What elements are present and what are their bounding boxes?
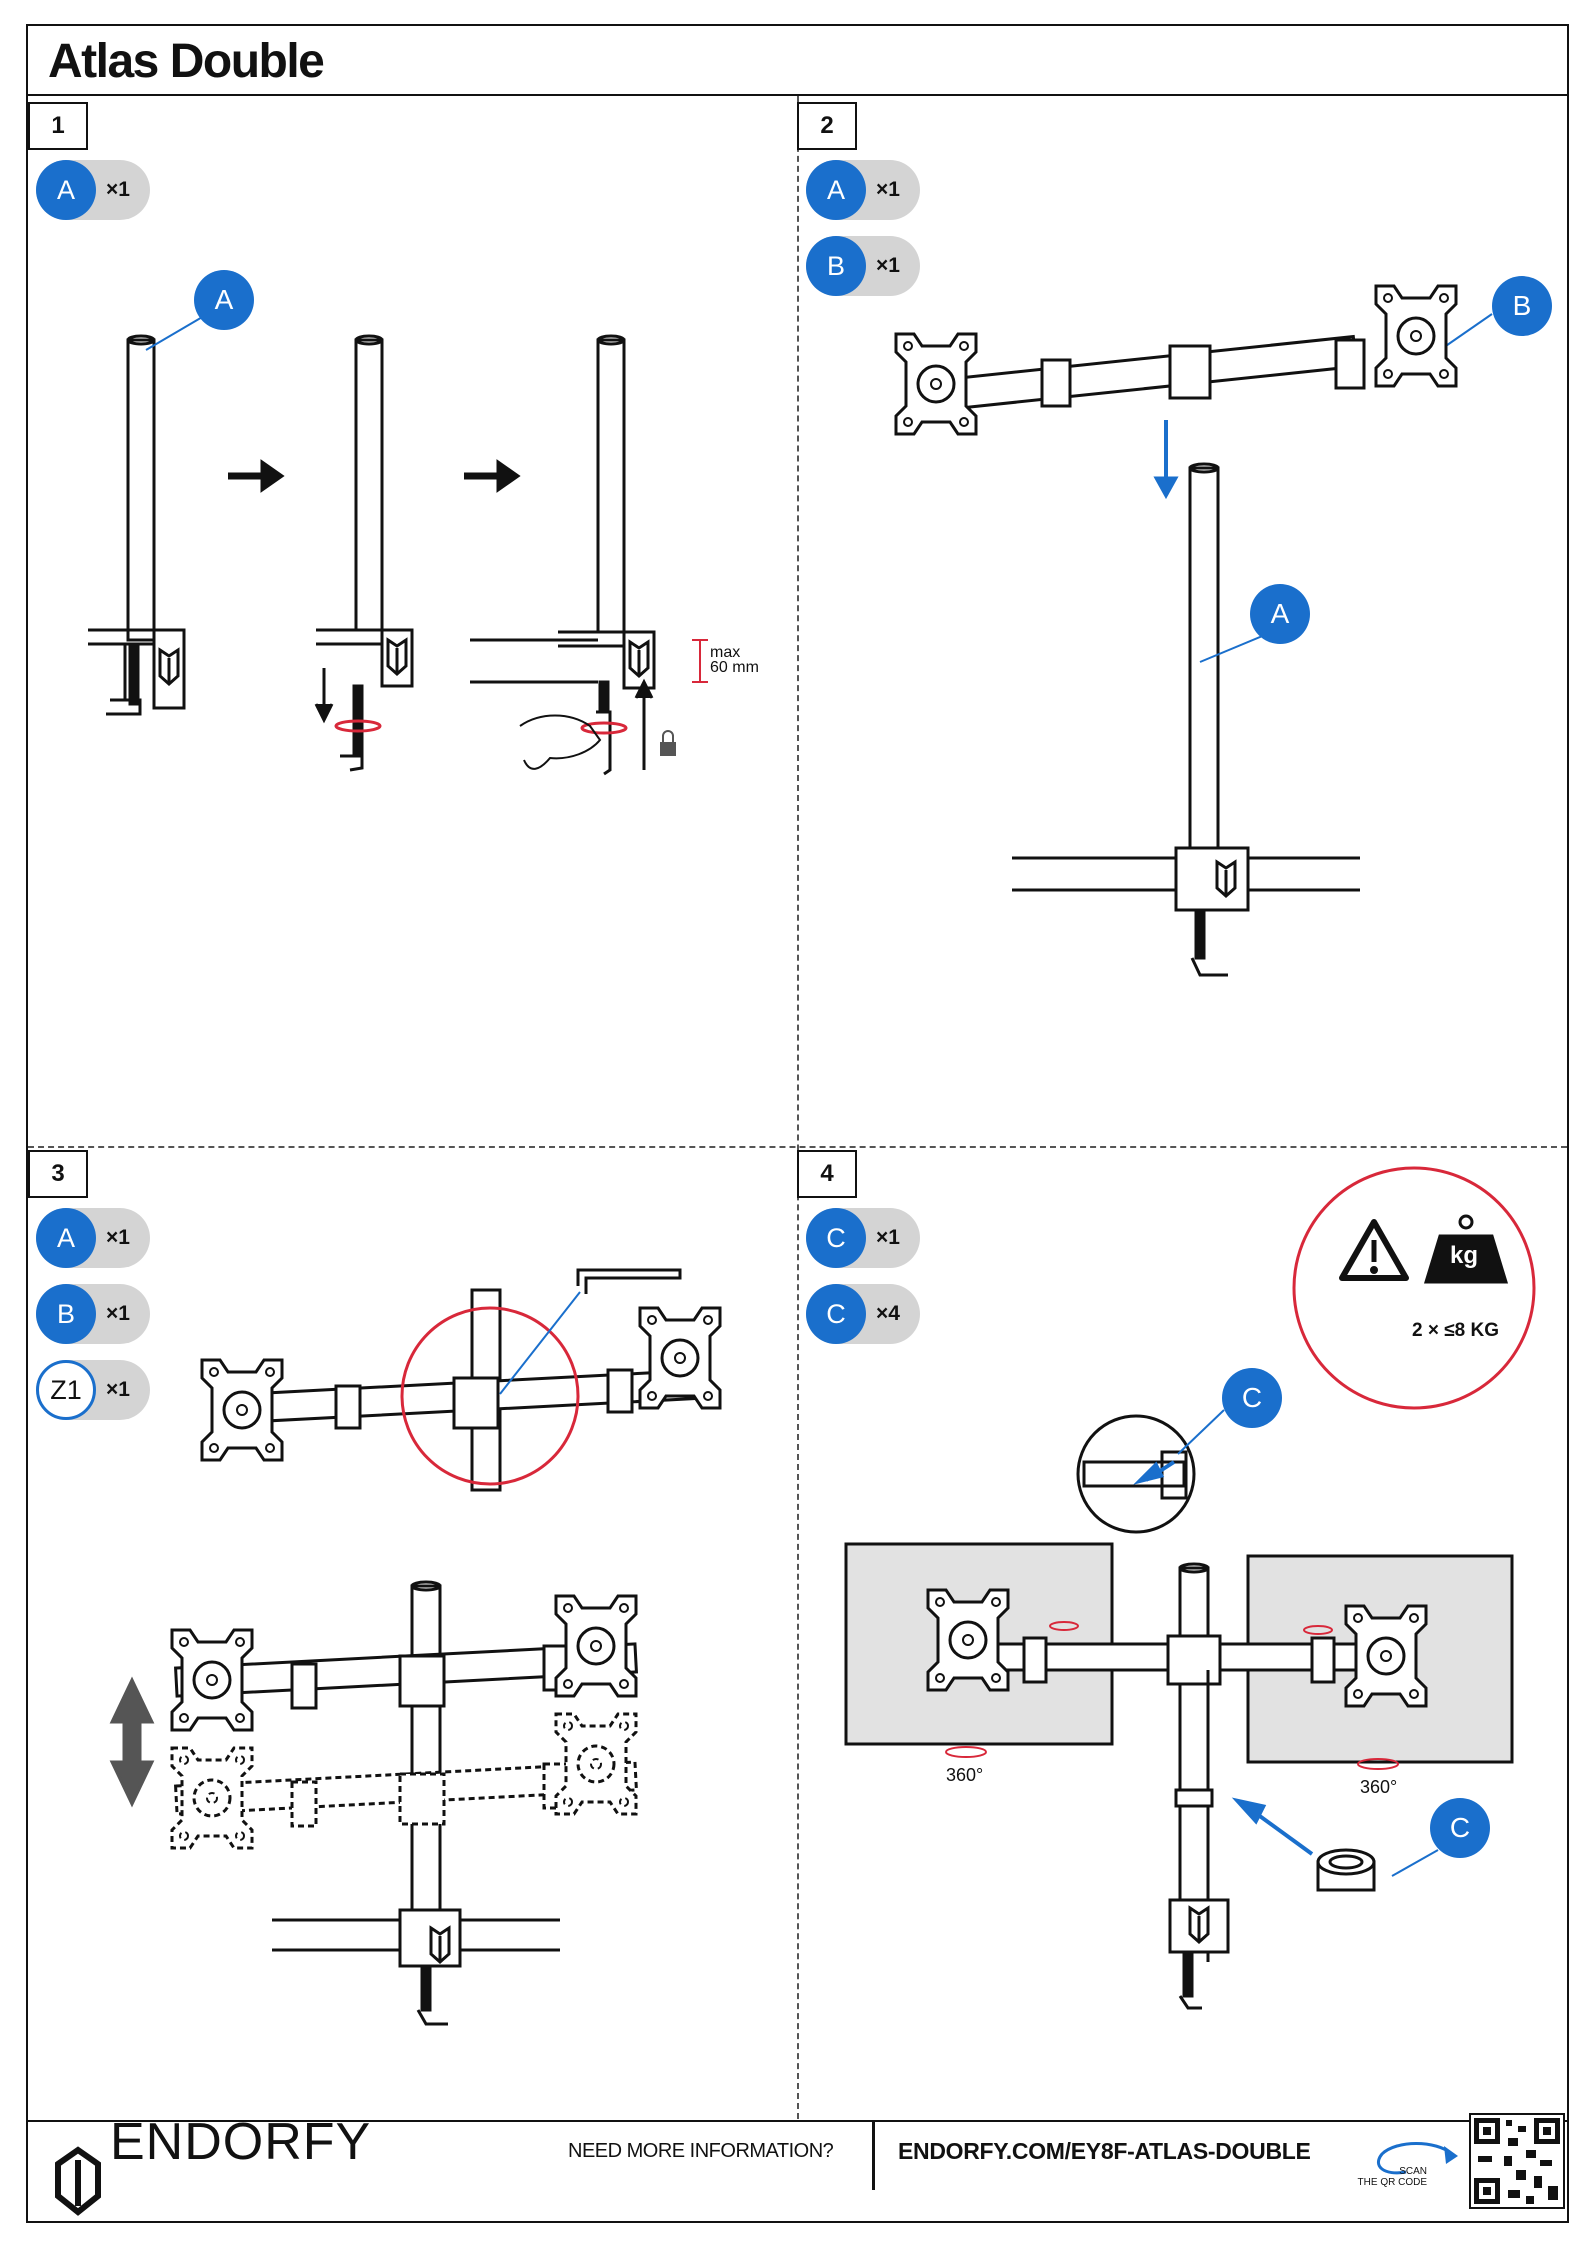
footer-separator (872, 2120, 875, 2190)
scan-line2: THE QR CODE (1352, 2177, 1427, 2188)
rotation-label-left: 360° (946, 1768, 983, 1783)
scan-line1: SCAN (1352, 2166, 1427, 2177)
product-url-link[interactable]: ENDORFY.COM/EY8F-ATLAS-DOUBLE (898, 2138, 1311, 2165)
callout-a: A (1250, 584, 1310, 644)
callout-c: C (1222, 1368, 1282, 1428)
callout-c: C (1430, 1798, 1490, 1858)
callout-b: B (1492, 276, 1552, 336)
weight-icon-label: kg (1450, 1242, 1478, 1270)
step1-drawing (88, 316, 708, 774)
step4-drawing (846, 1168, 1534, 2008)
step2-drawing (946, 314, 1492, 975)
scan-qr-caption: SCAN THE QR CODE (1352, 2166, 1427, 2188)
max-height-label: max 60 mm (710, 645, 759, 675)
need-info-text: NEED MORE INFORMATION? (568, 2140, 833, 2163)
brand-logo (58, 2150, 98, 2212)
brand-name: ENDORFY (110, 2112, 371, 2172)
rotation-label-right: 360° (1360, 1780, 1397, 1795)
weight-limit: 2 × ≤8 KG (1412, 1320, 1499, 1342)
max-value: 60 mm (710, 660, 759, 675)
max-label: max (710, 645, 759, 660)
callout-a: A (194, 270, 254, 330)
qr-code-icon (1470, 2114, 1564, 2208)
